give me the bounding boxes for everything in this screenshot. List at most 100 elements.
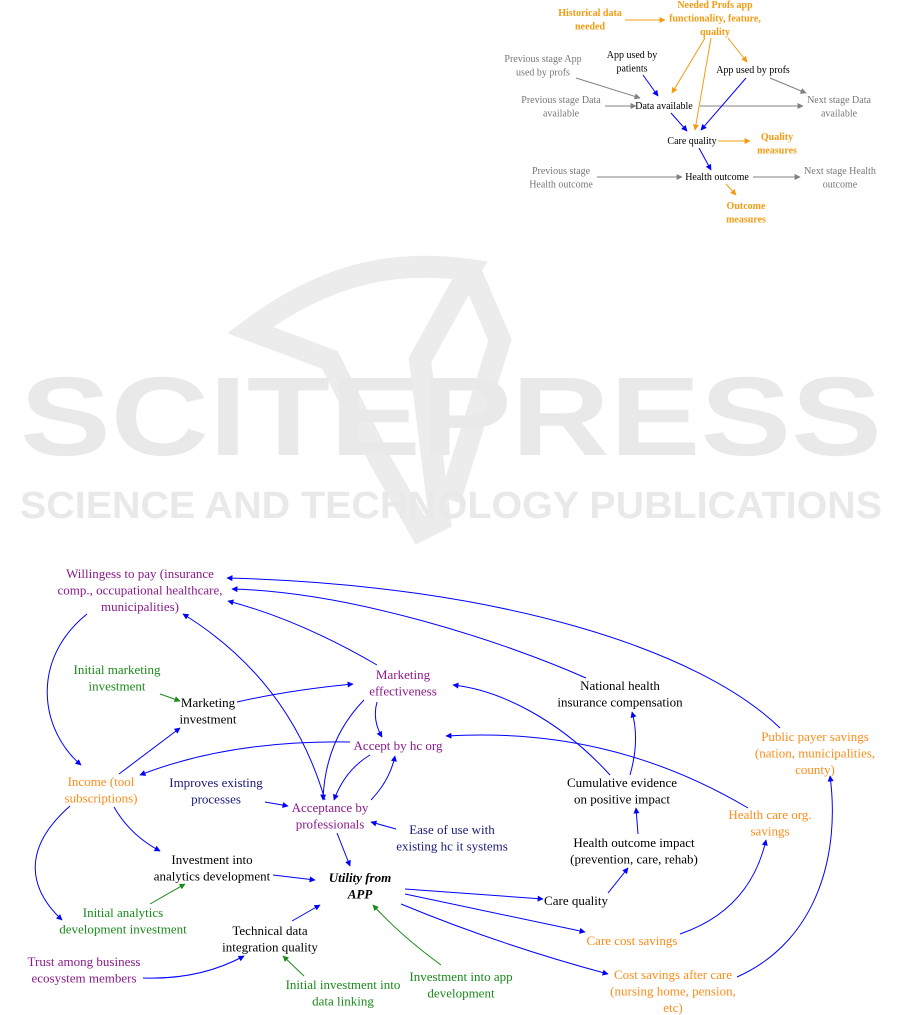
edge-iadi-iad	[149, 883, 186, 905]
edge-acc-ahc	[370, 755, 397, 801]
edge-apppat-data	[642, 74, 659, 97]
node-label-line: Initial analytics	[83, 905, 164, 920]
edge-me-acc	[320, 699, 365, 801]
node-label-line: Investment into	[171, 852, 252, 867]
node-hoi: Health outcome impact (prevention, care, …	[570, 835, 698, 867]
edge-util-csac	[400, 903, 609, 976]
edge-imp-acc	[264, 801, 289, 809]
edge-util-ccs	[404, 893, 586, 934]
node-label-line: National health	[580, 678, 660, 693]
node-label-line: Previous stage	[532, 166, 591, 177]
node-label-line: Cumulative evidence	[567, 775, 677, 790]
edge-needed-care	[692, 37, 712, 131]
edge-data-care	[670, 112, 688, 132]
edge-cum-nhi	[629, 711, 637, 776]
watermark-title: SCITEPRESS	[20, 354, 882, 479]
node-label-line: (prevention, care, rehab)	[570, 852, 698, 867]
node-label-line: Health outcome	[685, 172, 749, 183]
node-label-line: municipalities)	[101, 599, 179, 614]
edge-iapp-util	[372, 904, 442, 966]
node-label-line: development	[427, 986, 495, 1001]
node-label-line: APP	[347, 887, 374, 902]
node-label-line: subscriptions)	[65, 791, 138, 806]
edge-ahc-acc	[333, 754, 371, 801]
node-label-line: available	[543, 109, 580, 120]
node-label-line: Marketing	[376, 667, 431, 682]
edge-care-health	[698, 147, 712, 171]
node-label-line: used by profs	[516, 68, 570, 79]
node-label-line: effectiveness	[369, 684, 437, 699]
edge-cum-me	[452, 682, 611, 776]
node-label-line: available	[821, 109, 858, 120]
edge-pps-wtp	[226, 575, 781, 729]
node-cq: Care quality	[544, 893, 608, 908]
node-label-line: App used by	[607, 50, 658, 61]
node-label-line: Next stage Data	[807, 95, 871, 106]
node-nextdata: Next stage Data available	[807, 95, 871, 120]
node-label-line: Improves existing	[169, 775, 263, 790]
edge-inc-iad	[113, 806, 161, 852]
edge-ease-acc	[370, 820, 397, 830]
edge-me-wtp	[227, 599, 378, 666]
bottom-diagram-edges	[34, 575, 834, 979]
node-iadi: Initial analytics development investment	[59, 905, 187, 937]
edge-cq-hoi	[607, 867, 629, 894]
node-acc: Acceptance by professionals	[292, 800, 369, 832]
node-label-line: development investment	[59, 922, 187, 937]
node-label-line: Acceptance by	[292, 800, 369, 815]
node-label-line: insurance compensation	[557, 695, 683, 710]
node-label-line: Historical data	[558, 8, 622, 19]
edge-hcs-ahc	[445, 732, 749, 809]
node-label-line: Trust among business	[28, 954, 141, 969]
edge-util-cq	[404, 888, 544, 902]
node-pps: Public payer savings(nation, municipalit…	[755, 729, 875, 777]
node-cum: Cumulative evidence on positive impact	[567, 775, 677, 807]
node-label-line: Health outcome	[529, 180, 593, 191]
node-label-line: processes	[191, 792, 241, 807]
node-label-line: Public payer savings	[761, 729, 869, 744]
node-label-line: Next stage Health	[804, 166, 876, 177]
node-label-line: Care quality	[667, 136, 716, 147]
node-label-line: Data available	[635, 101, 693, 112]
edge-csac-pps	[736, 775, 834, 978]
node-ccs: Care cost savings	[587, 933, 678, 948]
edge-appprof-nextdata	[769, 77, 807, 94]
edge-nhi-wtp	[231, 586, 587, 679]
edge-acc-util	[336, 832, 351, 867]
node-label-line: Ease of use with	[409, 822, 495, 837]
node-ahc: Accept by hc org	[354, 738, 443, 753]
node-label-line: Willingess to pay (insurance	[66, 566, 214, 581]
node-label-line: Marketing	[181, 695, 236, 710]
node-label-line: on positive impact	[574, 792, 670, 807]
node-label-line: existing hc it systems	[396, 839, 508, 854]
node-label-line: Health outcome impact	[573, 835, 695, 850]
edge-imi-mi	[159, 693, 181, 703]
node-label-line: professionals	[296, 817, 365, 832]
edge-appprof-care	[700, 77, 747, 131]
node-appprof: App used by profs	[716, 65, 790, 76]
edge-tdi-util	[291, 904, 321, 922]
node-label-line: Quality	[761, 132, 793, 143]
edge-wtp-inc	[46, 613, 88, 766]
node-label-line: Initial marketing	[73, 662, 161, 677]
node-label-line: Care quality	[544, 893, 608, 908]
edge-prevapp-data	[575, 77, 641, 100]
node-care: Care quality	[667, 136, 716, 147]
top-diagram-edges	[575, 17, 807, 196]
node-label-line: measures	[757, 146, 797, 157]
node-label-line: Health care org.	[728, 807, 811, 822]
node-ease: Ease of use with existing hc it systems	[396, 822, 508, 854]
edge-needed-data	[671, 37, 706, 94]
